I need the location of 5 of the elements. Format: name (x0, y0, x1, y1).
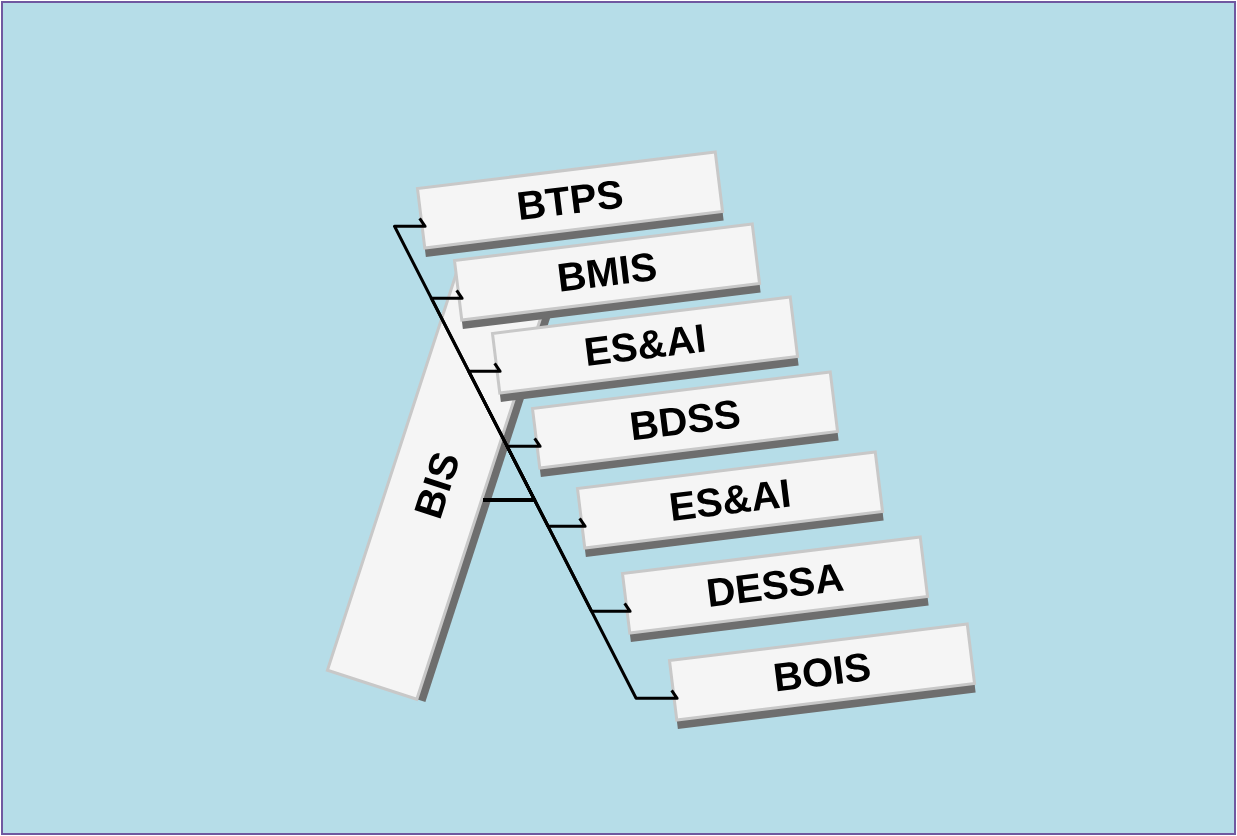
block: BDSS (530, 370, 840, 477)
block: ES&AI (575, 450, 885, 557)
block: BOIS (667, 622, 977, 729)
connector-line (483, 498, 679, 700)
block: DESSA (620, 535, 930, 642)
